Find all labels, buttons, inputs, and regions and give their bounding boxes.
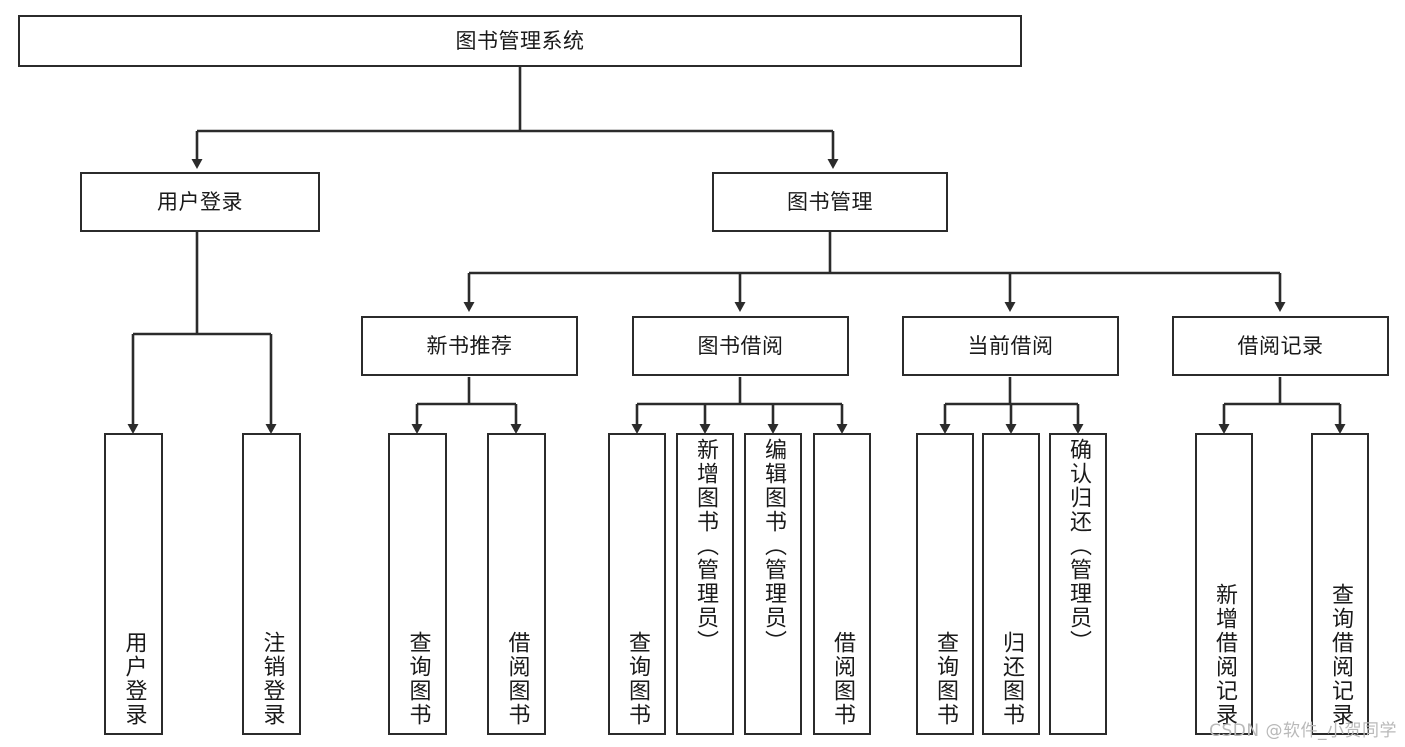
leaf-current-return-books[interactable]: 归还图书 (982, 433, 1040, 735)
leaf-borrow-add-book-admin[interactable]: 新增图书（管理员） (676, 433, 734, 735)
leaf-user-login-signout-label: 注销登录 (259, 631, 285, 727)
node-borrow-record-label: 借阅记录 (1237, 333, 1324, 358)
leaf-borrow-edit-book-admin-label: 编辑图书（管理员） (761, 438, 786, 654)
leaf-record-add-record-label: 新增借阅记录 (1212, 583, 1237, 727)
leaf-user-login-signin-label: 用户登录 (121, 631, 147, 727)
leaf-borrow-query-books-label: 查询图书 (625, 631, 650, 727)
leaf-borrow-edit-book-admin[interactable]: 编辑图书（管理员） (744, 433, 802, 735)
leaf-current-return-books-label: 归还图书 (999, 631, 1024, 727)
leaf-user-login-signin[interactable]: 用户登录 (104, 433, 163, 735)
leaf-recommend-query-books[interactable]: 查询图书 (388, 433, 447, 735)
node-new-book-recommend-label: 新书推荐 (426, 333, 513, 358)
node-root-label: 图书管理系统 (455, 28, 585, 53)
leaf-current-confirm-return-admin[interactable]: 确认归还（管理员） (1049, 433, 1107, 735)
node-current-borrow-label: 当前借阅 (967, 333, 1054, 358)
node-current-borrow[interactable]: 当前借阅 (902, 316, 1119, 376)
leaf-recommend-borrow-books[interactable]: 借阅图书 (487, 433, 546, 735)
node-user-login-label: 用户登录 (157, 189, 243, 214)
leaf-user-login-signout[interactable]: 注销登录 (242, 433, 301, 735)
leaf-borrow-add-book-admin-label: 新增图书（管理员） (693, 438, 718, 654)
leaf-current-confirm-return-admin-label: 确认归还（管理员） (1066, 438, 1091, 654)
leaf-current-query-books-label: 查询图书 (933, 631, 958, 727)
leaf-record-query-record-label: 查询借阅记录 (1328, 583, 1353, 727)
node-user-login[interactable]: 用户登录 (80, 172, 320, 232)
node-book-borrow[interactable]: 图书借阅 (632, 316, 849, 376)
node-borrow-record[interactable]: 借阅记录 (1172, 316, 1389, 376)
node-book-management-label: 图书管理 (787, 189, 873, 214)
leaf-borrow-query-books[interactable]: 查询图书 (608, 433, 666, 735)
leaf-record-query-record[interactable]: 查询借阅记录 (1311, 433, 1369, 735)
leaf-recommend-query-books-label: 查询图书 (405, 631, 431, 727)
leaf-borrow-borrow-books-label: 借阅图书 (830, 631, 855, 727)
node-new-book-recommend[interactable]: 新书推荐 (361, 316, 578, 376)
leaf-current-query-books[interactable]: 查询图书 (916, 433, 974, 735)
node-book-management[interactable]: 图书管理 (712, 172, 948, 232)
leaf-record-add-record[interactable]: 新增借阅记录 (1195, 433, 1253, 735)
leaf-borrow-borrow-books[interactable]: 借阅图书 (813, 433, 871, 735)
watermark-text: CSDN @软件_小贺同学 (1209, 721, 1397, 741)
leaf-recommend-borrow-books-label: 借阅图书 (504, 631, 530, 727)
node-root[interactable]: 图书管理系统 (18, 15, 1022, 67)
node-book-borrow-label: 图书借阅 (697, 333, 784, 358)
